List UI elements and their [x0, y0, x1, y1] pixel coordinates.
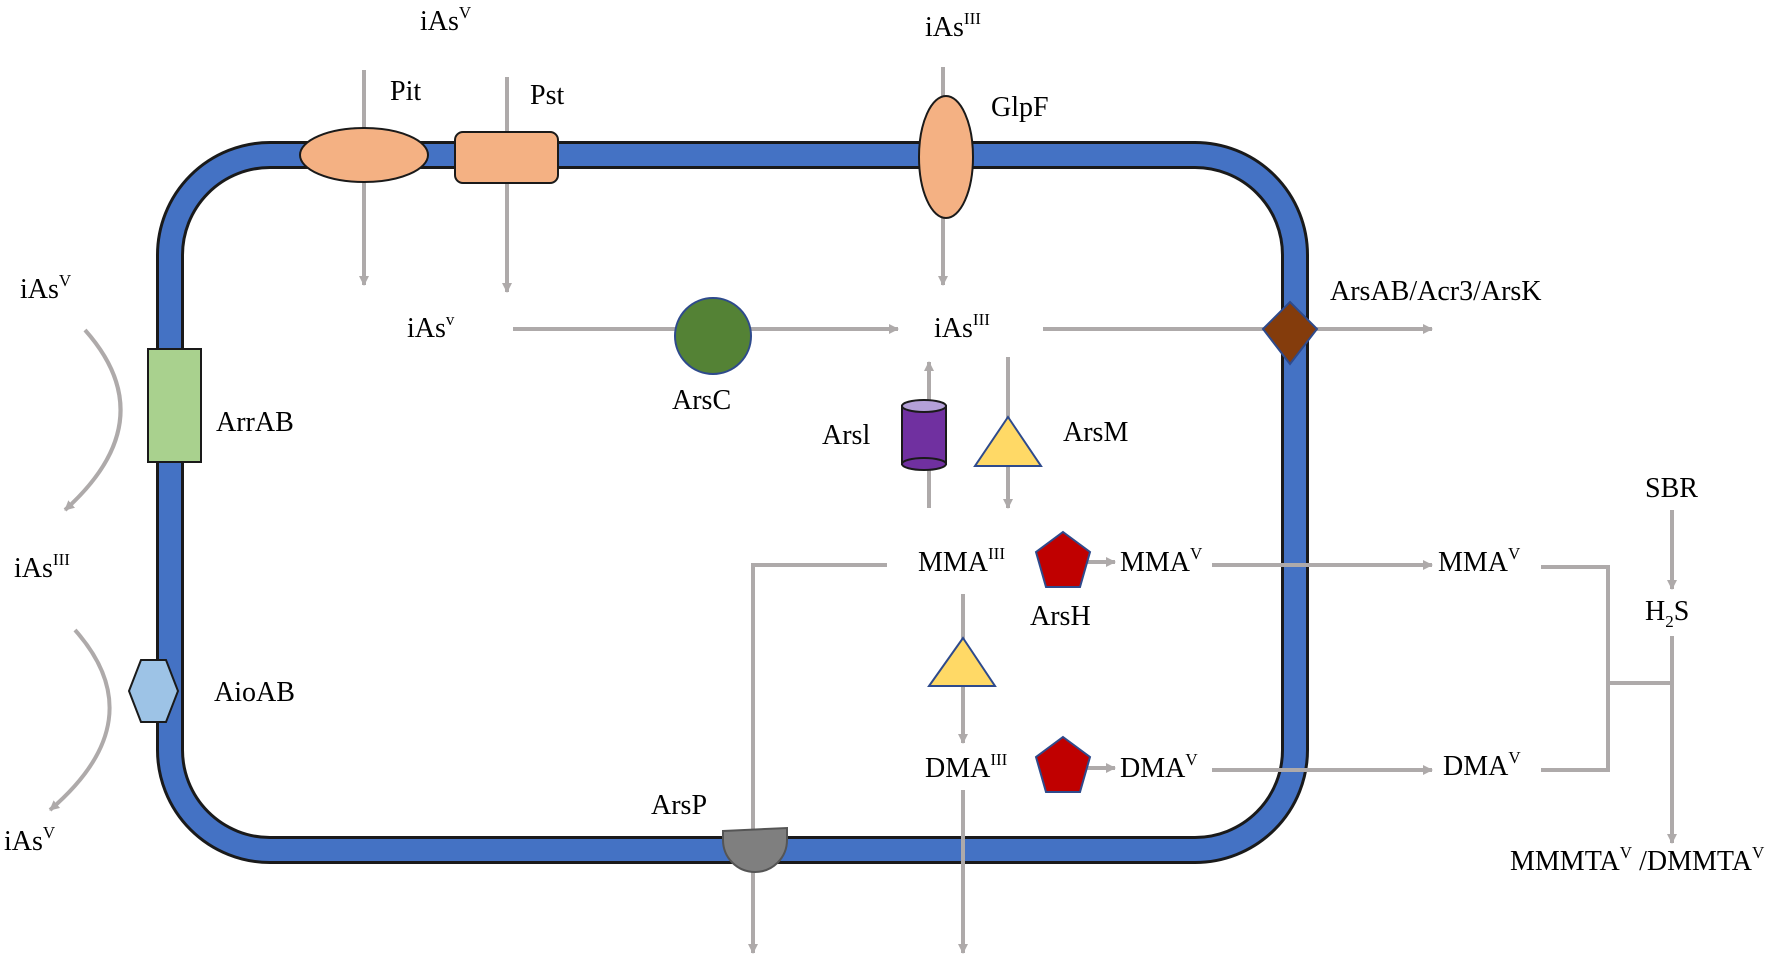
arsm-enzyme-1	[973, 415, 1043, 467]
arsh-enzyme-2	[1034, 735, 1092, 793]
arsi-enzyme	[901, 399, 947, 471]
label-iasv-top: iAsV	[420, 3, 472, 37]
label-mmaiii: MMAIII	[918, 544, 1005, 578]
label-arsc: ArsC	[672, 385, 731, 416]
label-dmaiii: DMAIII	[925, 750, 1008, 784]
bracket-mmav-dmav	[1541, 565, 1610, 772]
cell-membrane-fill	[159, 144, 1306, 861]
pit-transporter	[299, 127, 429, 183]
label-h2s: H2S	[1645, 596, 1689, 631]
label-pit: Pit	[390, 76, 421, 107]
arsh-enzyme-1	[1034, 530, 1092, 588]
arsm-enzyme-2	[927, 636, 997, 687]
label-iasv-left-top: iAsV	[20, 271, 72, 305]
label-iasiii-left: iAsIII	[14, 550, 70, 584]
label-arsp: ArsP	[651, 790, 707, 821]
label-arsi: Arsl	[822, 420, 870, 451]
label-dmav-outer: DMAV	[1443, 748, 1521, 782]
label-pst: Pst	[530, 80, 564, 111]
label-iasv-left-bottom: iAsV	[4, 823, 56, 857]
arrab-enzyme	[147, 348, 202, 463]
label-mmmta-dmmta: MMMTAV /DMMTAV	[1510, 843, 1765, 877]
arsc-enzyme	[674, 297, 752, 375]
cell-membrane	[156, 141, 1309, 864]
arsp-transporter	[722, 826, 788, 873]
label-arsm: ArsM	[1063, 417, 1128, 448]
label-aioab: AioAB	[214, 677, 295, 708]
label-sbr: SBR	[1645, 473, 1698, 504]
pst-transporter	[454, 131, 559, 184]
label-dmav-inner: DMAV	[1120, 750, 1198, 784]
glpf-channel	[918, 95, 974, 219]
label-glpf: GlpF	[991, 92, 1049, 123]
aioab-enzyme	[127, 659, 180, 723]
arsab-efflux-pump	[1261, 300, 1319, 366]
label-mmav-outer: MMAV	[1438, 544, 1521, 578]
arrow-arrab-curve	[63, 328, 123, 512]
label-arsh: ArsH	[1030, 601, 1091, 632]
label-iasv-inner: iAsv	[407, 310, 455, 344]
arrow-aioab-curve	[48, 628, 112, 812]
arrow-arsp-efflux	[748, 563, 887, 954]
label-arrab: ArrAB	[216, 407, 294, 438]
label-arsab: ArsAB/Acr3/ArsK	[1330, 276, 1542, 307]
label-mmav-inner: MMAV	[1120, 544, 1203, 578]
arrows	[48, 67, 1677, 954]
label-iasiii-top: iAsIII	[925, 9, 981, 43]
label-iasiii-inner: iAsIII	[934, 310, 990, 344]
